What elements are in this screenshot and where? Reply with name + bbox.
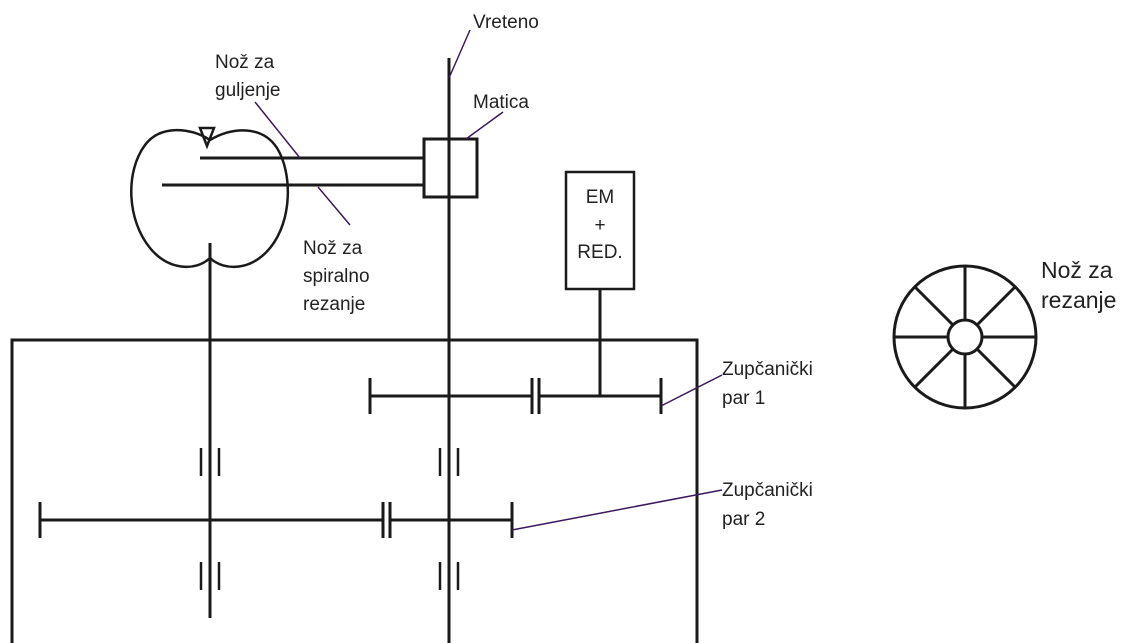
bearing-spindle-lower [438, 562, 460, 590]
apple-stem-marker [198, 126, 216, 150]
label-noz-za-guljenje-line-1: Nož za [215, 52, 275, 73]
bearing-spindle-upper [438, 448, 460, 476]
motor-label-line-2: + [594, 215, 605, 236]
label-noz-za-guljenje-line-2: guljenje [215, 80, 281, 101]
label-zupcanicki-par-2-line-1: Zupčanički [722, 480, 813, 501]
gear-pair-2 [38, 502, 514, 538]
leader-matica [465, 111, 504, 140]
label-noz-za-spiralno-line-2: spiralno [303, 266, 370, 287]
label-zupcanicki-par-1-line-2: par 1 [722, 388, 765, 409]
label-zupcanicki-par-1-line-1: Zupčanički [722, 359, 813, 380]
label-matica: Matica [473, 92, 529, 113]
label-vreteno: Vreteno [473, 12, 539, 33]
leader-noz-za-guljenje [254, 101, 301, 159]
apple-outline [130, 128, 290, 269]
bearing-apple-shaft-lower [199, 562, 221, 590]
housing-frame [10, 338, 699, 643]
leader-noz-za-spiralno [317, 186, 351, 226]
gear-pair-1 [368, 378, 663, 414]
nut-box [422, 137, 479, 199]
label-noz-za-spiralno-line-1: Nož za [303, 238, 363, 259]
motor-label-line-1: EM [586, 187, 615, 208]
leader-zupcanicki-par-1 [660, 374, 723, 407]
leader-zupcanicki-par-2 [511, 489, 723, 531]
label-zupcanicki-par-2-line-2: par 2 [722, 509, 765, 530]
leader-vreteno [448, 29, 471, 79]
bearing-apple-shaft-upper [199, 448, 221, 476]
label-noz-za-rezanje-line-1: Nož za [1041, 257, 1113, 283]
label-noz-za-spiralno-line-3: rezanje [303, 294, 365, 315]
motor-label-line-3: RED. [577, 242, 622, 263]
cutting-knife-wheel [892, 264, 1038, 410]
label-noz-za-rezanje-line-2: rezanje [1041, 287, 1116, 313]
